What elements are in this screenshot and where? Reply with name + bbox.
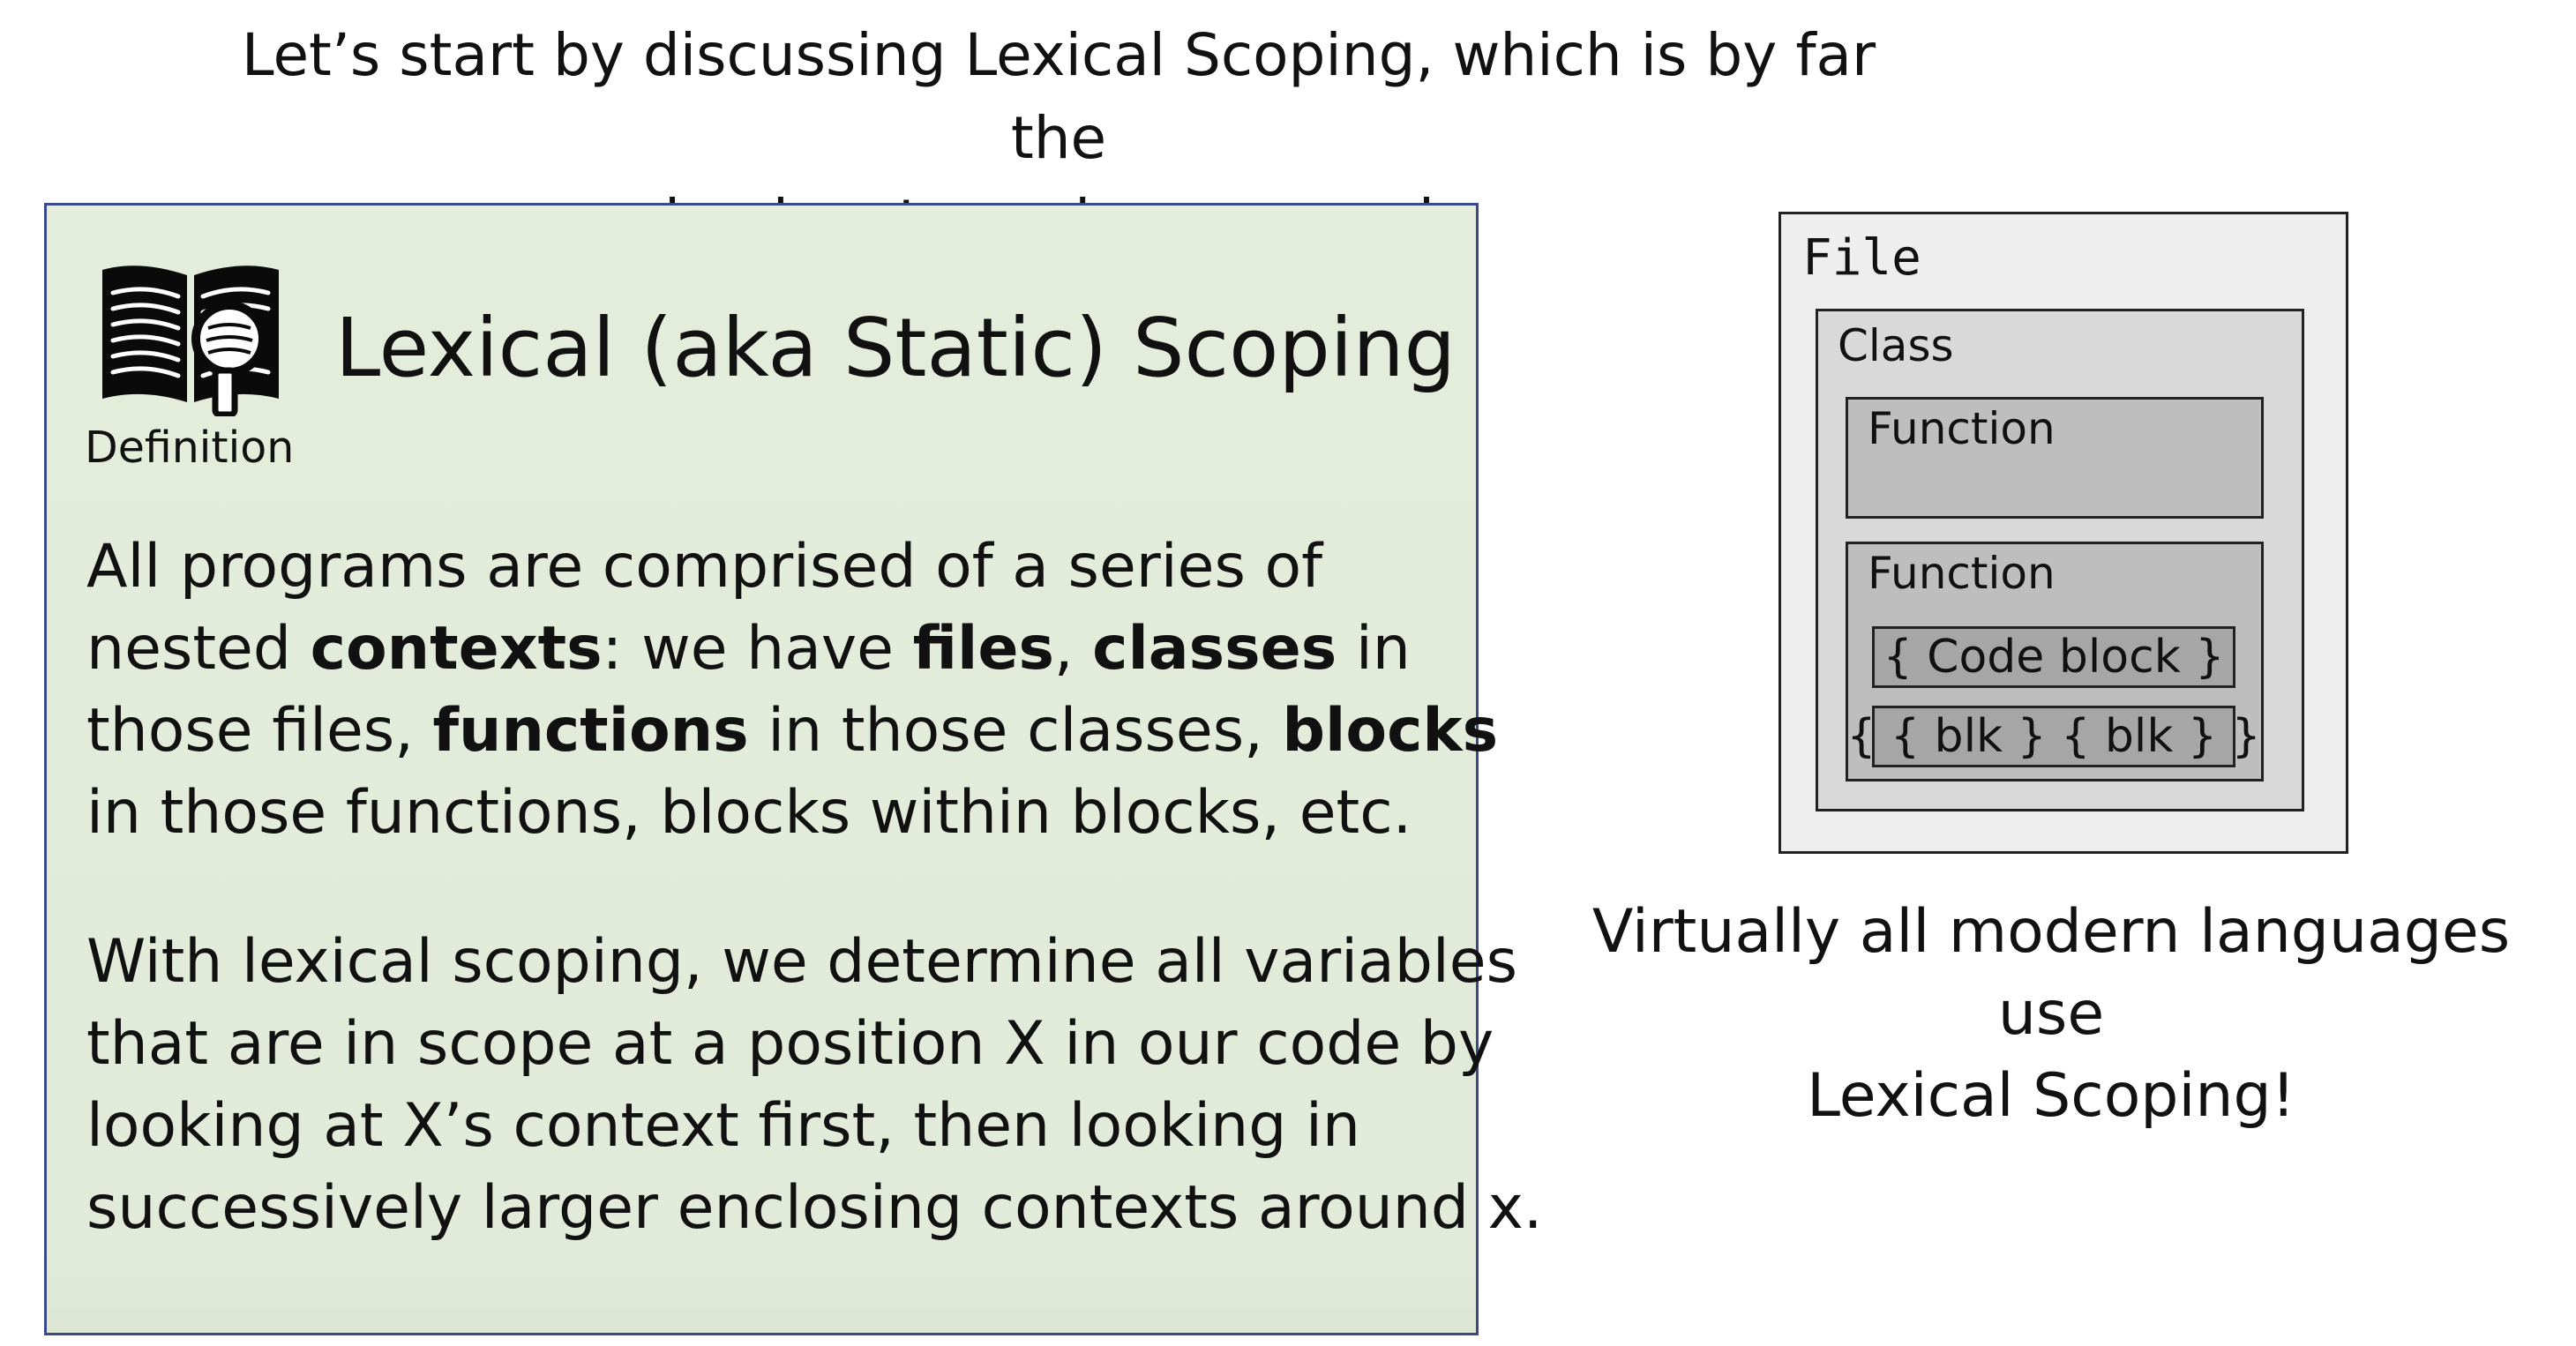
definition-paragraph-1: All programs are comprised of a series o… xyxy=(86,526,1499,854)
slide-title-line-1: Let’s start by discussing Lexical Scopin… xyxy=(241,21,1876,172)
definition-paragraph-2: With lexical scoping, we determine all v… xyxy=(86,921,1543,1249)
function-scope-label-1: Function xyxy=(1868,403,2056,454)
tagline-line-2: Lexical Scoping! xyxy=(1807,1061,2295,1131)
paragraph-1-line-4: in those functions, blocks within blocks… xyxy=(86,778,1412,848)
function-scope-box-1: Function xyxy=(1846,397,2264,519)
term-functions: functions xyxy=(432,696,749,766)
term-classes: classes xyxy=(1092,614,1337,684)
paragraph-2-line-2: that are in scope at a position X in our… xyxy=(86,1009,1494,1079)
term-blocks: blocks xyxy=(1282,696,1499,766)
code-block-box: { Code block } xyxy=(1872,626,2235,688)
function-scope-label-2: Function xyxy=(1868,548,2056,599)
paragraph-2-line-1: With lexical scoping, we determine all v… xyxy=(86,927,1518,997)
book-magnifier-icon xyxy=(102,265,279,416)
definition-heading: Lexical (aka Static) Scoping xyxy=(335,301,1456,395)
tagline: Virtually all modern languages use Lexic… xyxy=(1553,891,2550,1137)
file-scope-label: File xyxy=(1802,229,1921,287)
nested-blocks-box: { { blk } { blk } } xyxy=(1846,706,2261,767)
tagline-line-1: Virtually all modern languages use xyxy=(1591,897,2511,1049)
paragraph-2-line-3: looking at X’s context first, then looki… xyxy=(86,1091,1361,1161)
paragraph-1-line-2: nested contexts: we have files, classes … xyxy=(86,614,1411,684)
class-scope-label: Class xyxy=(1838,320,1954,371)
term-files: files xyxy=(912,614,1054,684)
definition-caption: Definition xyxy=(85,422,295,473)
paragraph-1-line-1: All programs are comprised of a series o… xyxy=(86,532,1323,602)
definition-card xyxy=(44,203,1479,1335)
paragraph-2-line-4: successively larger enclosing contexts a… xyxy=(86,1173,1543,1243)
term-contexts: contexts xyxy=(310,614,603,684)
paragraph-1-line-3: those files, functions in those classes,… xyxy=(86,696,1499,766)
